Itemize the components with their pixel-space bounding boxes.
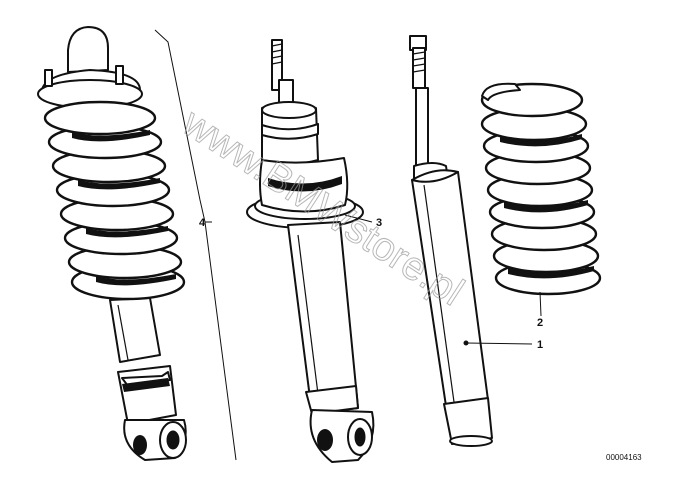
strut-assembly-4	[37, 26, 187, 461]
strut-insert-1	[409, 35, 493, 447]
callout-label-3: 3	[376, 217, 382, 229]
callout-label-1: 1	[537, 339, 543, 351]
callout-label-4: 4	[199, 217, 206, 229]
leader-line-2	[539, 291, 542, 317]
diagram-number: 00004163	[606, 453, 642, 462]
coil-spring-2	[480, 82, 602, 296]
callout-label-2: 2	[537, 317, 543, 329]
bracket-line-4	[154, 29, 237, 461]
shock-absorber-3	[246, 39, 375, 463]
leader-line-3	[344, 214, 373, 223]
leader-line-1	[465, 342, 533, 345]
